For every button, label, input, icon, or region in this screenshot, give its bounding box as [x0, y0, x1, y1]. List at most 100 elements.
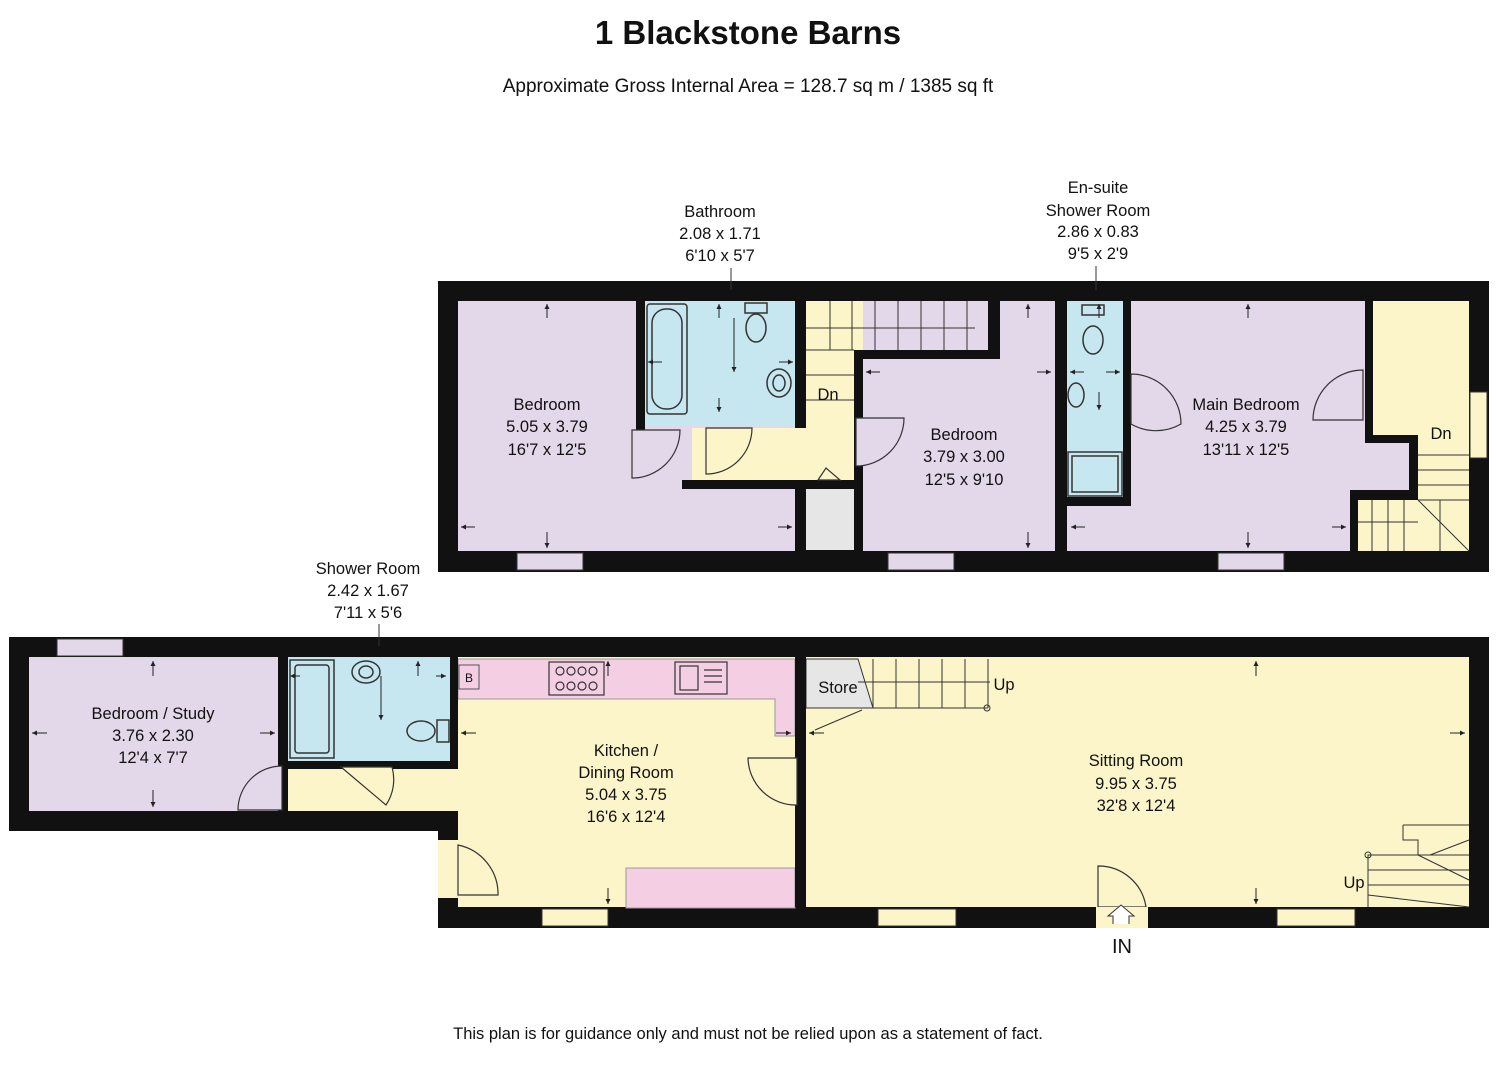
bedroom-mid-imperial: 12'5 x 9'10 [925, 471, 1004, 489]
toilet-icon [744, 302, 768, 343]
wall [1350, 490, 1418, 499]
ground-floor: Shower Room 2.42 x 1.67 7'11 x 5'6 Bedro… [9, 560, 1489, 958]
wall [278, 761, 338, 769]
shower-room-name: Shower Room [316, 560, 421, 578]
store-label: Store [818, 679, 857, 697]
dimension-arrows [461, 304, 1346, 548]
bedroom-left-imperial: 16'7 x 12'5 [508, 441, 587, 459]
stairs-up-label: Up [993, 676, 1014, 694]
sitting-room-imperial: 32'8 x 12'4 [1097, 797, 1176, 815]
dimension-arrows [32, 661, 1465, 904]
ensuite-name: En-suite [1068, 179, 1129, 197]
boiler-label: B [465, 671, 473, 685]
wall [438, 811, 458, 840]
bedroom-left-name: Bedroom [514, 396, 581, 414]
window [516, 552, 584, 571]
sink-icon [674, 661, 728, 695]
bedroom-left-metric: 5.05 x 3.79 [506, 418, 588, 436]
wall [795, 657, 806, 758]
shower-room-imperial: 7'11 x 5'6 [334, 604, 402, 622]
window [1469, 391, 1488, 459]
wall [795, 480, 806, 551]
upper-stair-area [1358, 301, 1469, 551]
wall [1123, 301, 1131, 374]
kitchen-name: Kitchen / [594, 742, 659, 760]
main-bedroom-name: Main Bedroom [1192, 396, 1299, 414]
stairs-down-label: Dn [817, 386, 838, 404]
upper-floor: Bathroom 2.08 x 1.71 6'10 x 5'7 En-suite… [438, 179, 1489, 572]
kitchen-area [438, 657, 795, 907]
shower-basin-icon [351, 660, 381, 684]
airing-cupboard [806, 488, 854, 550]
study-imperial: 12'4 x 7'7 [118, 749, 188, 767]
wall [1409, 435, 1418, 495]
wall [795, 301, 806, 428]
main-bedroom-imperial: 13'11 x 12'5 [1203, 441, 1290, 459]
window [887, 552, 955, 571]
door-icon [631, 369, 1364, 481]
bathroom-name: Bathroom [684, 203, 756, 221]
door-icon [237, 755, 1147, 908]
study-name: Bedroom / Study [92, 705, 216, 723]
kitchen-name-2: Dining Room [578, 764, 673, 782]
entrance-arrow-icon [1106, 904, 1136, 924]
sitting-room-area [806, 657, 1469, 907]
plan-title: 1 Blackstone Barns [594, 14, 902, 51]
wall [636, 301, 645, 436]
shower-tray-icon [1067, 451, 1123, 497]
upper-stairs-right [1358, 454, 1470, 552]
stairs-down-label-right: Dn [1430, 425, 1451, 443]
ensuite-basin-icon [1067, 382, 1085, 408]
stairs-up-label-right: Up [1343, 874, 1364, 892]
wall [1055, 301, 1067, 551]
hob-icon [548, 661, 605, 696]
study-area [29, 657, 278, 811]
kitchen-island-units [625, 867, 796, 909]
kitchen-metric: 5.04 x 3.75 [585, 786, 667, 804]
wall [1350, 490, 1358, 551]
shower-toilet-icon [406, 719, 450, 743]
entrance-label: IN [1112, 936, 1132, 958]
kitchen-lobby [438, 840, 460, 898]
wall [795, 805, 806, 907]
bathroom-metric: 2.08 x 1.71 [679, 225, 761, 243]
window [877, 908, 957, 927]
window [1276, 908, 1356, 927]
bathroom-imperial: 6'10 x 5'7 [685, 247, 755, 265]
wall [1123, 424, 1131, 506]
gross-internal-area: Approximate Gross Internal Area = 128.7 … [502, 76, 994, 97]
wall [1365, 301, 1373, 443]
wall [450, 657, 458, 769]
sitting-room-name: Sitting Room [1089, 752, 1183, 770]
wall [1365, 435, 1418, 443]
window [541, 908, 609, 927]
ground-stairs [814, 659, 991, 731]
window [1217, 552, 1285, 571]
ground-stairs-right [1364, 824, 1470, 908]
bedroom-mid-name: Bedroom [931, 426, 998, 444]
shower-room-metric: 2.42 x 1.67 [327, 582, 409, 600]
wall [393, 761, 458, 769]
sitting-room-metric: 9.95 x 3.75 [1095, 775, 1177, 793]
wall [278, 657, 288, 811]
ensuite-name-2: Shower Room [1046, 202, 1151, 220]
wall [682, 480, 854, 489]
disclaimer: This plan is for guidance only and must … [453, 1025, 1043, 1043]
window [56, 638, 124, 657]
ensuite-toilet-icon [1081, 304, 1105, 355]
bedroom-mid-metric: 3.79 x 3.00 [923, 448, 1005, 466]
bathtub-icon [646, 303, 688, 415]
ensuite-metric: 2.86 x 0.83 [1057, 223, 1139, 241]
upper-stairs-landing [806, 301, 975, 401]
shower-bath-icon [289, 659, 335, 759]
wall [988, 301, 1000, 359]
study-metric: 3.76 x 2.30 [112, 727, 194, 745]
ensuite-imperial: 9'5 x 2'9 [1068, 245, 1128, 263]
wall [854, 350, 1000, 359]
boiler-icon [458, 664, 480, 690]
main-bedroom-metric: 4.25 x 3.79 [1205, 418, 1287, 436]
main-bedroom-area [1067, 301, 1409, 551]
kitchen-imperial: 16'6 x 12'4 [587, 808, 666, 826]
basin-icon [766, 368, 792, 398]
